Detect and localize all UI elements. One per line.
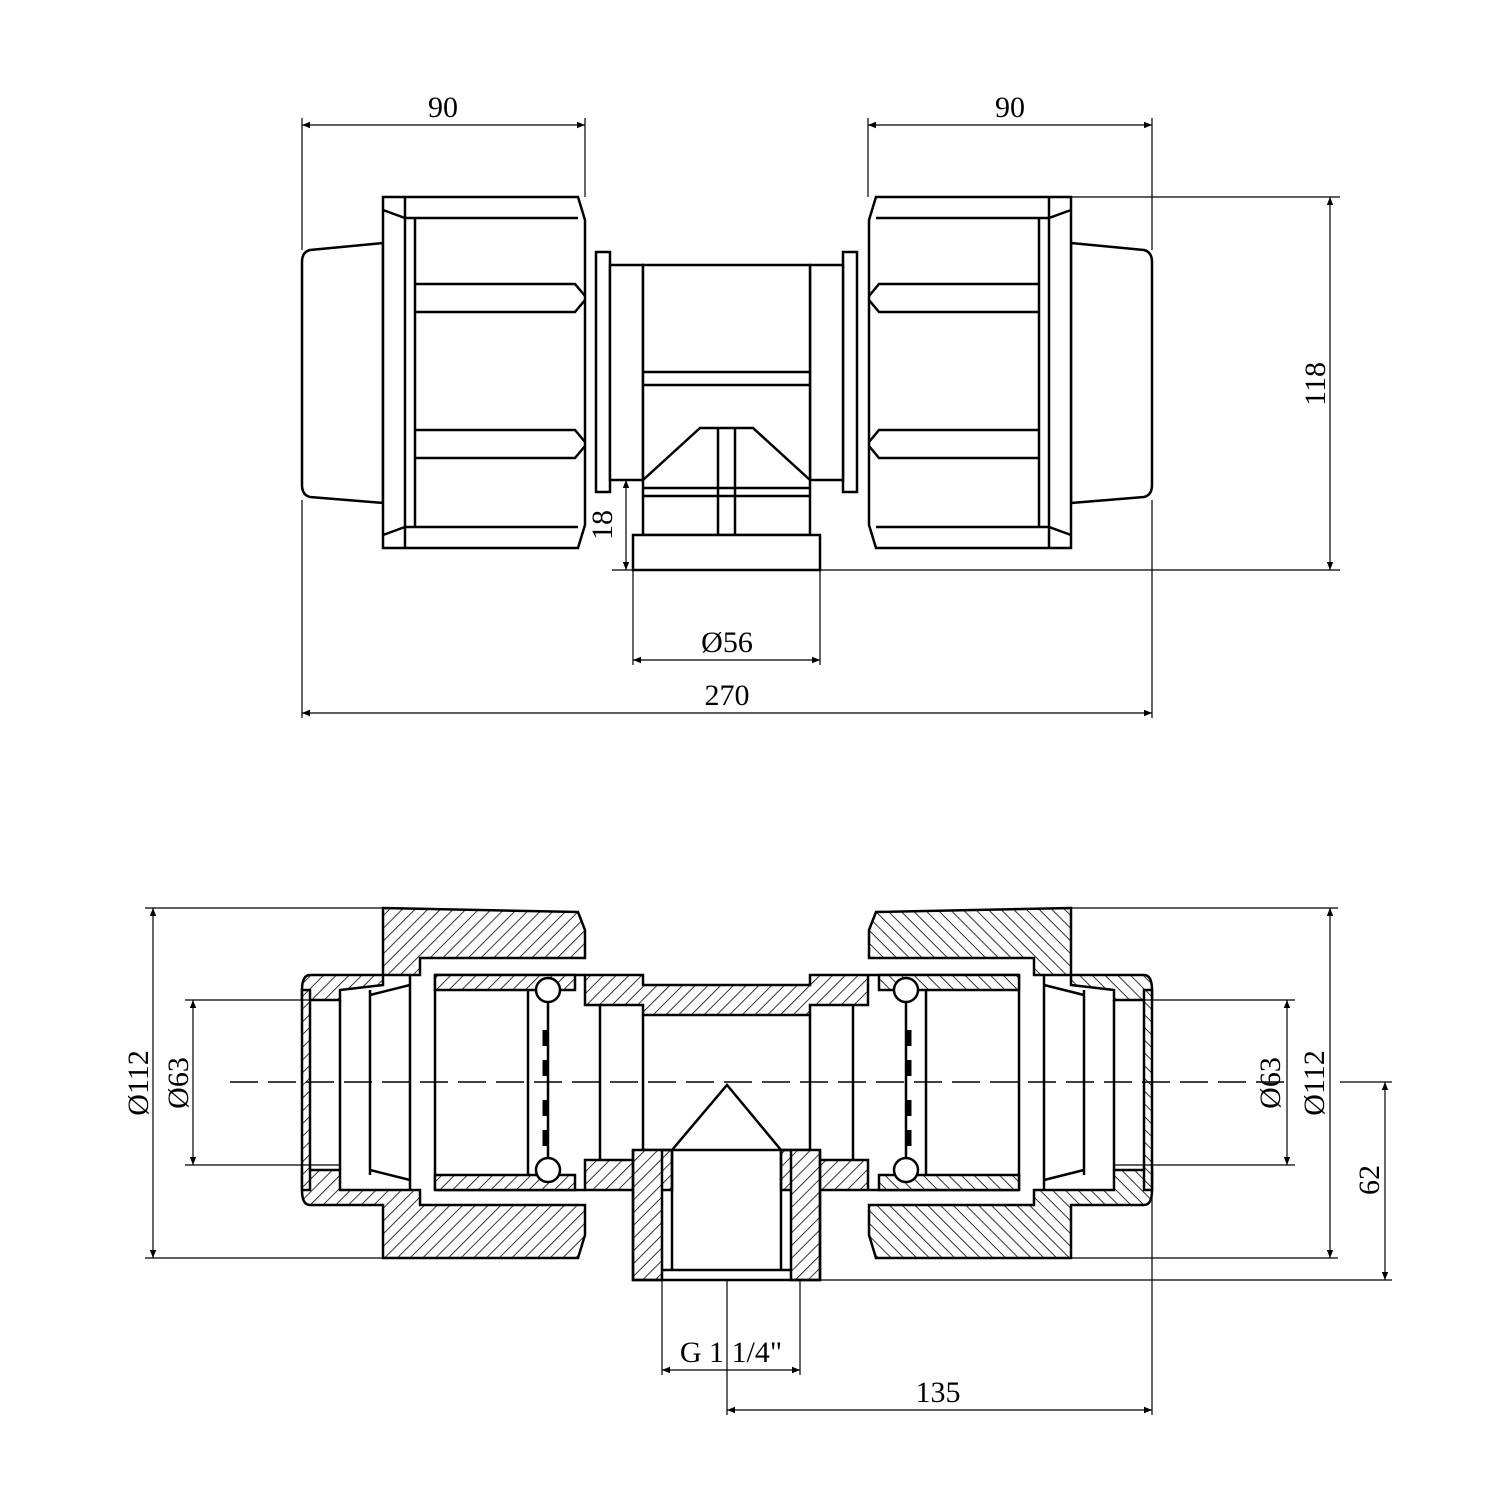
dim-thread: G 1 1/4" bbox=[680, 1336, 782, 1369]
top-dimensions: 90 90 118 18 Ø56 270 bbox=[301, 91, 1340, 718]
dim-right-pipe-diameter: Ø63 bbox=[1254, 1057, 1287, 1109]
left-nut-section bbox=[300, 906, 587, 1260]
dim-branch-diameter: Ø56 bbox=[701, 626, 753, 659]
tee-body bbox=[594, 250, 859, 572]
dim-branch-height: 18 bbox=[586, 510, 619, 540]
dim-left-nut-length: 90 bbox=[428, 91, 458, 124]
section-dimensions: Ø112 Ø63 Ø63 Ø112 62 G 1 1/4" 135 bbox=[122, 907, 1392, 1415]
section-view: Ø112 Ø63 Ø63 Ø112 62 G 1 1/4" 135 bbox=[122, 906, 1392, 1415]
dim-left-outer-diameter: Ø112 bbox=[122, 1050, 155, 1116]
right-compression-nut bbox=[867, 195, 1154, 550]
dim-branch-offset: 62 bbox=[1353, 1165, 1386, 1195]
dim-half-length: 135 bbox=[916, 1376, 961, 1409]
left-compression-nut bbox=[300, 195, 587, 550]
dim-left-pipe-diameter: Ø63 bbox=[162, 1057, 195, 1109]
dim-right-outer-diameter: Ø112 bbox=[1298, 1050, 1331, 1116]
top-view: 90 90 118 18 Ø56 270 bbox=[300, 91, 1340, 718]
dim-height: 118 bbox=[1299, 362, 1332, 406]
right-nut-section bbox=[867, 906, 1154, 1260]
dim-overall-length: 270 bbox=[705, 679, 750, 712]
tee-body-section bbox=[583, 973, 870, 1282]
dim-right-nut-length: 90 bbox=[995, 91, 1025, 124]
